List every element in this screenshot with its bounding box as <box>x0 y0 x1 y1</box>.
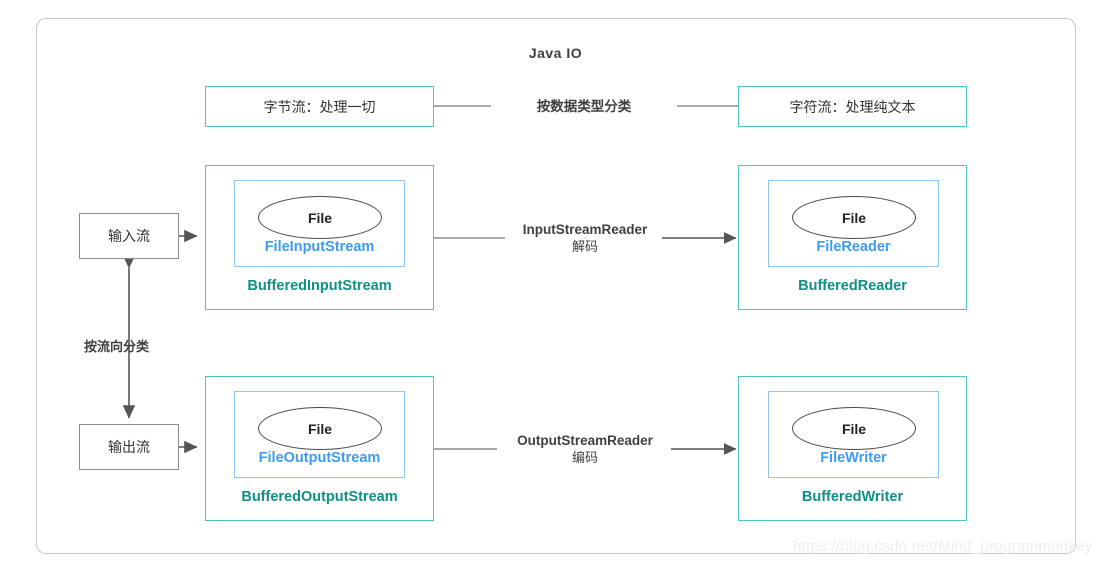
file-node-char-input[interactable]: File <box>792 196 916 239</box>
diagram-title: Java IO <box>528 45 583 61</box>
file-output-stream-label: FileOutputStream <box>258 450 381 466</box>
input-stream-label: 输入流 <box>108 228 150 244</box>
input-bridge-label: InputStreamReader 解码 <box>485 221 685 255</box>
data-type-connector-label: 按数据类型分类 <box>536 99 632 114</box>
file-reader-label: FileReader <box>816 239 891 255</box>
buffered-output-stream-label: BufferedOutputStream <box>241 489 398 505</box>
file-input-stream-label: FileInputStream <box>264 239 375 255</box>
output-bridge-action: 编码 <box>571 450 598 465</box>
buffered-writer-label: BufferedWriter <box>801 489 904 505</box>
char-stream-label: 字符流：处理纯文本 <box>789 98 916 115</box>
watermark: https://blog.csdn.net/Mind_programmonkey <box>793 538 1093 555</box>
input-bridge-name: InputStreamReader <box>522 222 648 237</box>
buffered-reader-label: BufferedReader <box>798 278 907 294</box>
input-stream-box[interactable]: 输入流 <box>79 213 179 259</box>
file-node-byte-output[interactable]: File <box>258 407 382 450</box>
char-stream-box[interactable]: 字符流：处理纯文本 <box>738 86 967 127</box>
byte-stream-box[interactable]: 字节流：处理一切 <box>205 86 434 127</box>
output-stream-box[interactable]: 输出流 <box>79 424 179 470</box>
file-node-label: File <box>841 209 867 226</box>
file-node-label: File <box>307 420 333 437</box>
output-bridge-label: OutputStreamReader 编码 <box>485 432 685 466</box>
buffered-input-stream-label: BufferedInputStream <box>247 278 392 294</box>
file-node-label: File <box>307 209 333 226</box>
byte-stream-label: 字节流：处理一切 <box>263 98 376 115</box>
flow-direction-label: 按流向分类 <box>84 339 150 354</box>
input-bridge-action: 解码 <box>571 239 598 254</box>
file-node-byte-input[interactable]: File <box>258 196 382 239</box>
file-node-char-output[interactable]: File <box>792 407 916 450</box>
output-bridge-name: OutputStreamReader <box>517 433 653 448</box>
file-writer-label: FileWriter <box>820 450 887 466</box>
file-node-label: File <box>841 420 867 437</box>
output-stream-label: 输出流 <box>108 439 150 455</box>
